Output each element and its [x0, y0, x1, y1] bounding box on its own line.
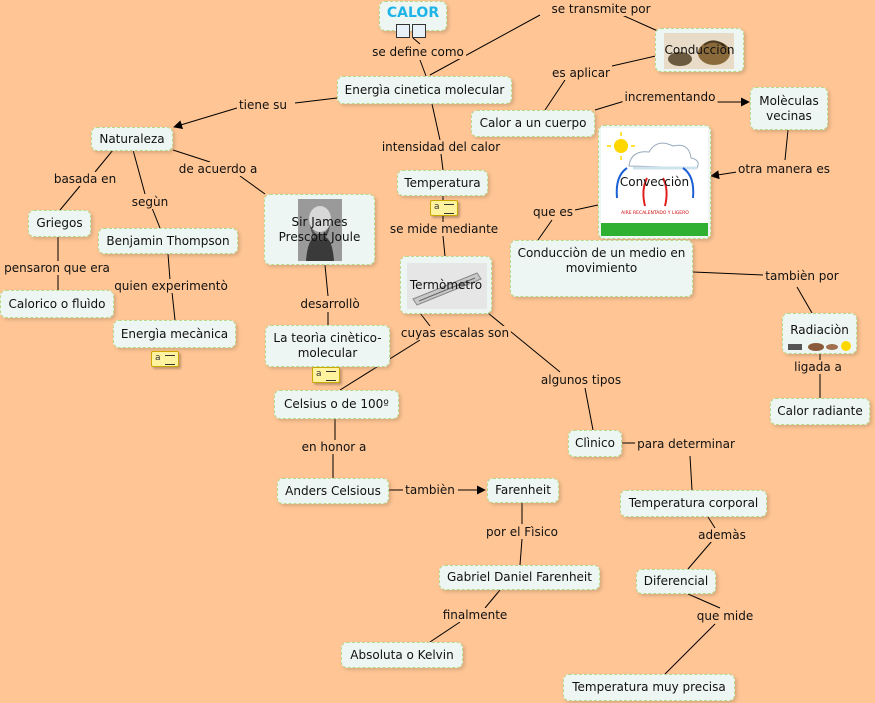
node-naturaleza[interactable]: Naturaleza — [91, 127, 173, 151]
link-label-finalmente: finalmente — [440, 608, 510, 622]
node-farenheit[interactable]: Farenheit — [487, 478, 559, 503]
link-label-en-honor-a: en honor a — [299, 440, 369, 454]
link-label-pensaron-que-era: pensaron que era — [2, 261, 112, 275]
node-termometro[interactable]: Termòmetro — [400, 256, 492, 314]
link-label-tambien: tambièn — [403, 483, 457, 497]
link-label-tiene-su: tiene su — [236, 98, 290, 112]
link-label-tambien-por: tambièn por — [763, 269, 841, 283]
node-griegos[interactable]: Griegos — [28, 210, 91, 237]
node-energia-mecanica[interactable]: Energìa mecànica — [113, 320, 236, 348]
link-label-ligada-a: ligada a — [792, 360, 844, 374]
link-label-que-es: que es — [530, 205, 576, 219]
link-label-basada-en: basada en — [51, 172, 119, 186]
thermometer-image — [407, 263, 487, 309]
node-conveccion[interactable]: AIRE RECALENTADO Y LIGERO Convecciòn — [598, 125, 711, 239]
node-anders-celsious[interactable]: Anders Celsious — [277, 478, 389, 504]
node-radiacion[interactable]: Radiaciòn — [782, 313, 857, 354]
link-label-cuyas-escalas-son: cuyas escalas son — [398, 326, 512, 340]
node-energia-cinetica[interactable]: Energìa cinetica molecular — [337, 76, 512, 104]
conveccion-caption: AIRE RECALENTADO Y LIGERO — [621, 210, 689, 216]
node-calorico[interactable]: Calorico o fluìdo — [0, 290, 114, 318]
joule-portrait-image — [298, 199, 342, 261]
node-conduccion-medio[interactable]: Conducciòn de un medio en movimiento — [510, 240, 693, 297]
node-conduccion[interactable]: Conducciòn — [655, 28, 744, 72]
radiacion-image — [788, 341, 851, 351]
document-resource-icon[interactable] — [412, 24, 426, 38]
link-label-ademas: ademàs — [696, 528, 748, 542]
conduccion-image — [664, 33, 734, 69]
node-temperatura[interactable]: Temperatura — [397, 170, 488, 196]
link-label-se-transmite-por: se transmite por — [549, 2, 653, 16]
link-label-algunos-tipos: algunos tipos — [538, 373, 624, 387]
node-moleculas-vecinas[interactable]: Molèculas vecinas — [750, 87, 828, 130]
node-calor-radiante[interactable]: Calor radiante — [770, 398, 870, 425]
resource-icons — [396, 24, 426, 38]
node-benjamin-thompson[interactable]: Benjamin Thompson — [98, 228, 238, 254]
note-icon[interactable]: a — [430, 200, 458, 216]
link-label-incrementando: incrementando — [622, 90, 718, 104]
conveccion-image: AIRE RECALENTADO Y LIGERO — [601, 128, 708, 236]
node-absoluta-kelvin[interactable]: Absoluta o Kelvin — [341, 642, 463, 668]
node-temperatura-precisa[interactable]: Temperatura muy precisa — [563, 674, 735, 701]
link-label-para-determinar: para determinar — [635, 437, 737, 451]
node-teoria-cinetico-molecular[interactable]: La teorìa cinètico-molecular — [265, 325, 390, 367]
link-label-se-mide-mediante: se mide mediante — [387, 222, 501, 236]
link-label-de-acuerdo-a: de acuerdo a — [176, 162, 260, 176]
node-clinico[interactable]: Clìnico — [568, 430, 622, 457]
note-icon[interactable]: a — [151, 351, 179, 367]
link-label-es-aplicar: es aplicar — [550, 66, 612, 80]
node-diferencial[interactable]: Diferencial — [636, 569, 716, 594]
note-icon[interactable]: a — [312, 367, 340, 383]
link-label-otra-manera-es: otra manera es — [736, 162, 832, 176]
root-title: CALOR — [386, 5, 440, 21]
root-node-calor[interactable]: CALOR — [379, 1, 447, 31]
link-label-intensidad-del-calor: intensidad del calor — [379, 140, 503, 154]
image-resource-icon[interactable] — [396, 24, 410, 38]
node-gabriel-farenheit[interactable]: Gabriel Daniel Farenheit — [439, 565, 600, 590]
node-joule[interactable]: Sir James Prescott Joule — [264, 194, 375, 265]
link-label-por-el-fisico: por el Fìsico — [484, 525, 560, 539]
node-temperatura-corporal[interactable]: Temperatura corporal — [620, 490, 767, 517]
node-celsius[interactable]: Celsius o de 100º — [274, 390, 399, 419]
link-label-quien-experimento: quien experimentò — [112, 279, 230, 293]
link-label-desarrollo: desarrollò — [298, 297, 362, 311]
link-label-que-mide: que mide — [694, 609, 756, 623]
link-label-se-define-como: se define como — [370, 45, 466, 59]
link-label-segun: segùn — [129, 195, 171, 209]
node-calor-cuerpo[interactable]: Calor a un cuerpo — [471, 110, 595, 137]
